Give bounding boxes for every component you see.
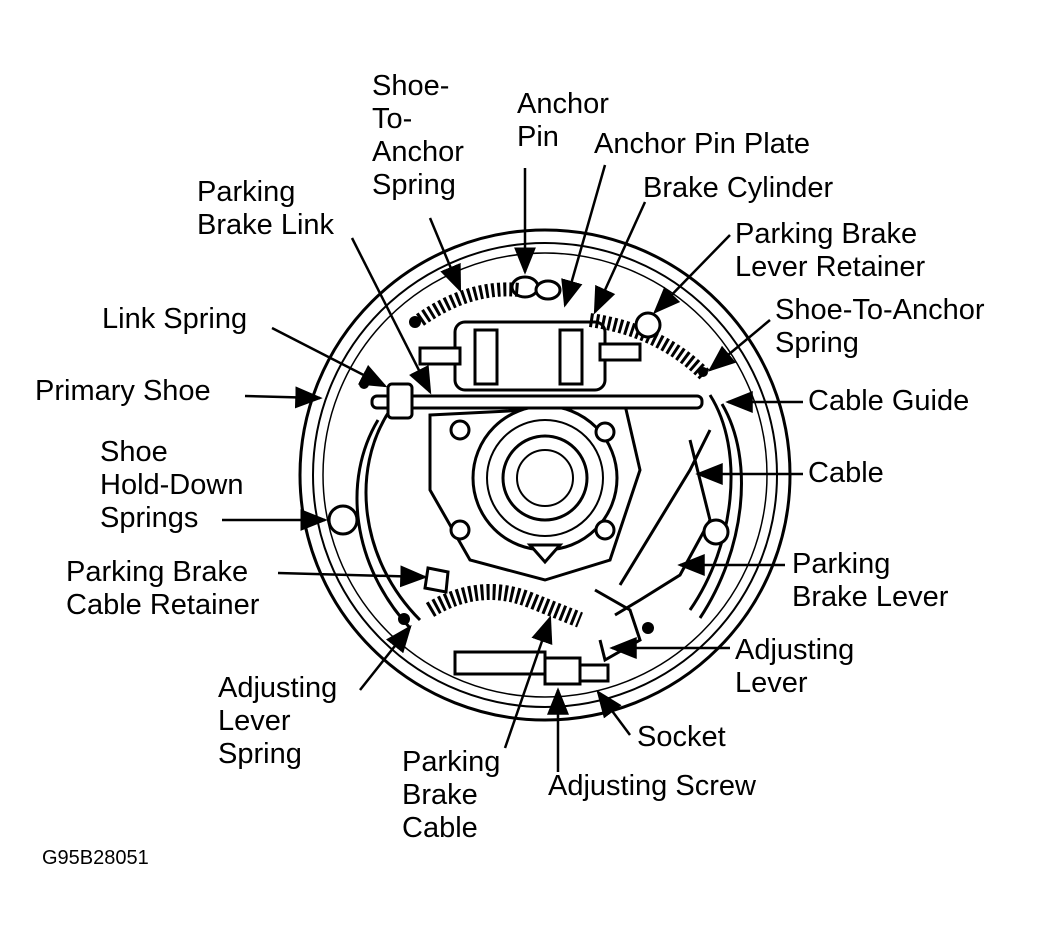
label-link-spring: Link Spring — [102, 303, 248, 335]
label-parking-brake-lever-retainer: Parking Brake Lever Retainer — [735, 218, 926, 283]
figure-code: G95B28051 — [42, 847, 149, 869]
label-brake-cylinder: Brake Cylinder — [643, 172, 834, 204]
brake-cylinder-shape — [418, 320, 642, 392]
cable-retainer-shape — [423, 566, 450, 594]
leader-adjusting-lever-spring — [359, 624, 412, 691]
leader-shoe-to-anchor-spring-right — [707, 319, 771, 372]
leader-parking-brake-cable — [503, 615, 553, 749]
hold-down-pins — [327, 311, 730, 546]
label-anchor-pin: Anchor Pin — [517, 88, 609, 153]
label-shoe-to-anchor-spring-right: Shoe-To-Anchor Spring — [775, 294, 985, 359]
leader-anchor-pin-plate — [561, 164, 607, 308]
adjusting-lever-shape — [594, 588, 642, 663]
label-anchor-pin-plate: Anchor Pin Plate — [594, 128, 811, 160]
label-adjusting-lever: Adjusting Lever — [735, 634, 855, 699]
leader-primary-shoe — [244, 386, 323, 409]
label-cable-guide: Cable Guide — [808, 385, 970, 417]
label-parking-brake-cable: Parking Brake Cable — [402, 746, 501, 844]
leader-parking-brake-lever-retainer — [653, 234, 731, 314]
label-parking-brake-link: Parking Brake Link — [197, 176, 335, 241]
anchor-pin-shape — [510, 275, 562, 301]
leader-brake-cylinder — [593, 201, 647, 315]
cable-shape — [618, 429, 712, 586]
leader-lines — [222, 164, 803, 772]
leader-parking-brake-link — [350, 237, 432, 395]
leader-shoe-to-anchor-spring-top — [428, 217, 462, 293]
parking-brake-link-shape — [370, 382, 704, 420]
label-socket: Socket — [637, 721, 726, 753]
label-cable: Cable — [808, 457, 884, 489]
label-adjusting-screw: Adjusting Screw — [548, 770, 756, 802]
leader-link-spring — [271, 326, 388, 388]
label-shoe-to-anchor-spring-top: Shoe- To- Anchor Spring — [372, 70, 464, 201]
label-parking-brake-lever: Parking Brake Lever — [792, 548, 949, 613]
label-shoe-hold-down-springs: Shoe Hold-Down Springs — [100, 436, 244, 534]
leader-socket — [596, 689, 632, 736]
springs — [415, 282, 710, 628]
label-primary-shoe: Primary Shoe — [35, 375, 211, 407]
axle-flange — [428, 403, 642, 582]
leader-parking-brake-cable-retainer — [277, 565, 428, 588]
label-adjusting-lever-spring: Adjusting Lever Spring — [218, 672, 338, 770]
brake-shoes — [355, 394, 743, 630]
label-parking-brake-cable-retainer: Parking Brake Cable Retainer — [66, 556, 260, 621]
adjusting-screw-shape — [453, 650, 610, 686]
